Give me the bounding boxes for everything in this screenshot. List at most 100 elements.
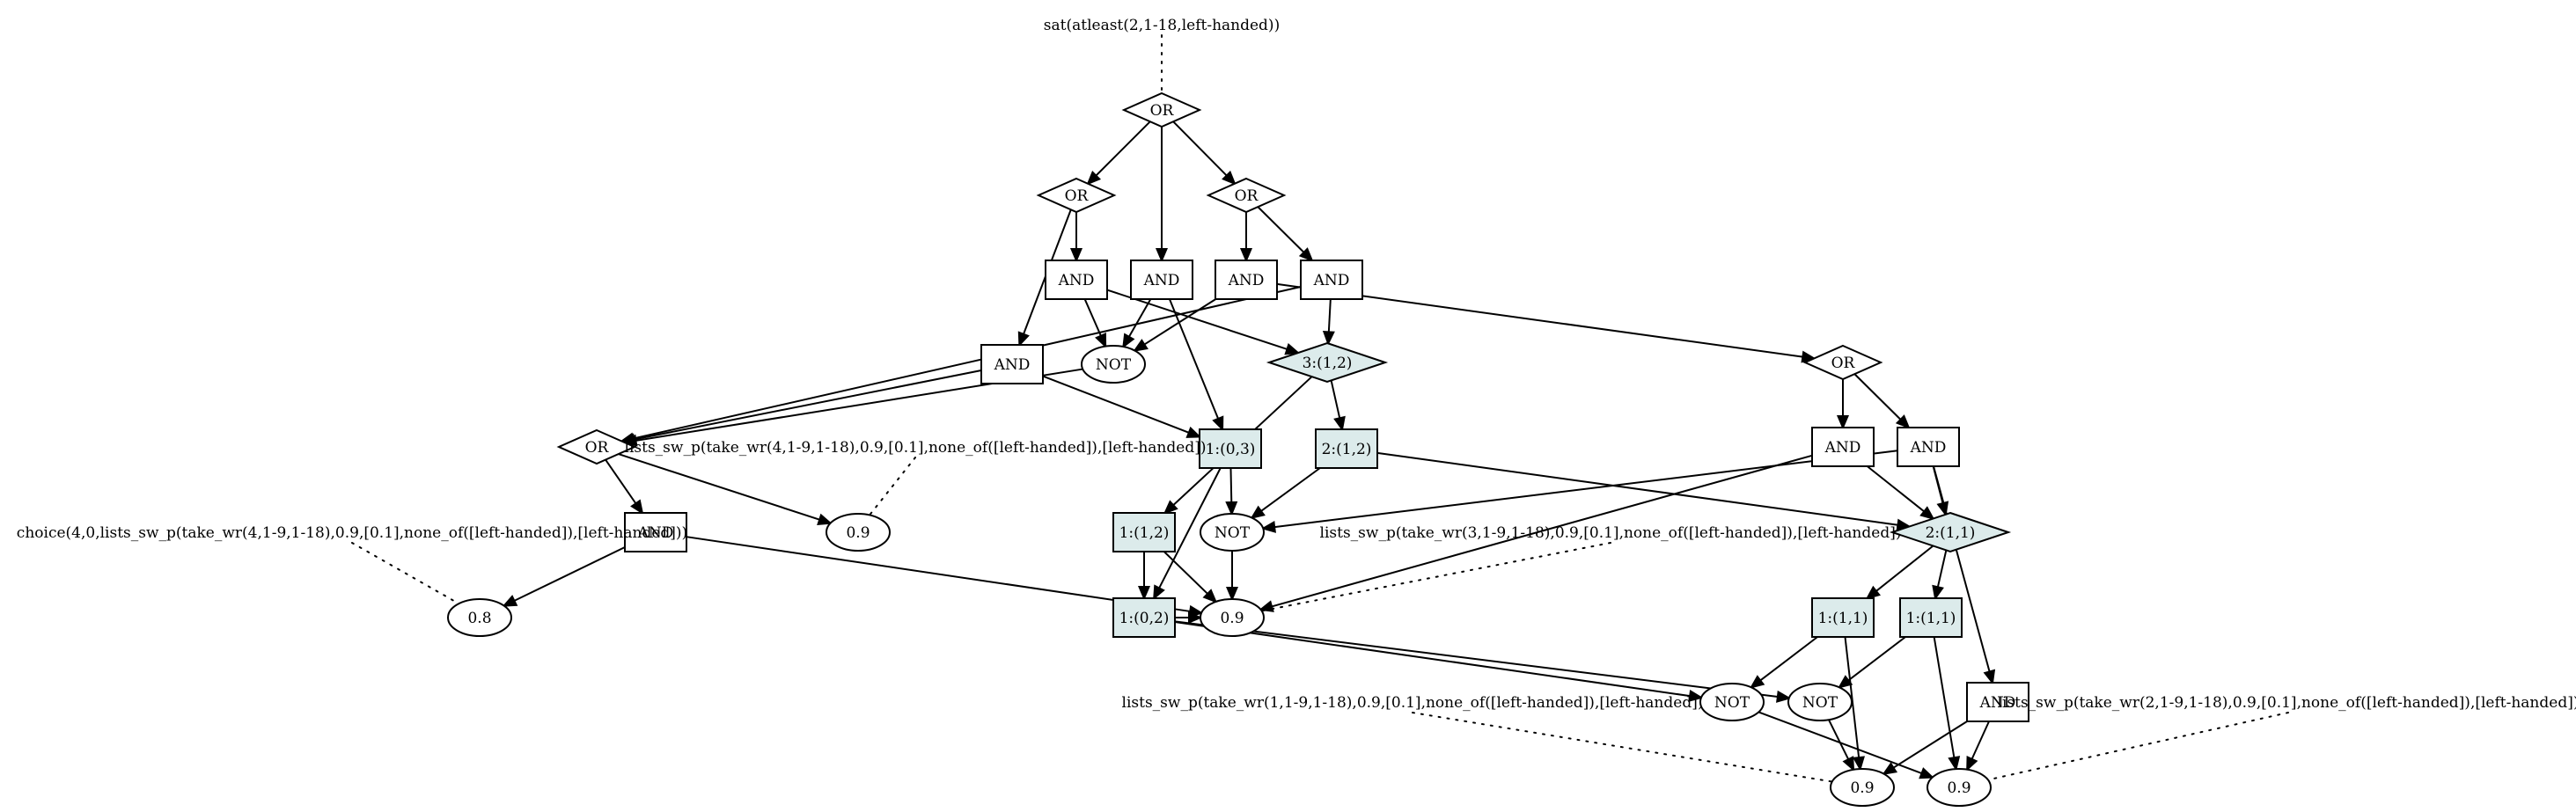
node-label: AND (1143, 272, 1180, 289)
edge-arrowhead (1333, 415, 1346, 432)
edge-lbl_3-to-v09_b (1260, 542, 1611, 612)
edge-d_3_12-to-b_2_12 (1330, 380, 1346, 432)
node-and-d: AND (1300, 260, 1363, 300)
ellipse-shape (1200, 513, 1265, 552)
edge-line (1376, 451, 1898, 526)
edge-and_b-to-not_1 (1122, 298, 1152, 349)
node-v09-d: 0.9 (1926, 768, 1992, 807)
node-root-label: sat(atleast(2,1-18,left-handed)) (1044, 17, 1280, 34)
edge-arrowhead (1983, 669, 1996, 685)
diamond-shape (1036, 177, 1117, 214)
node-label: AND (1228, 272, 1265, 289)
node-or-far: OR (1802, 344, 1883, 381)
edge-lbl_1-to-v09_c (1412, 712, 1833, 783)
edge-arrowhead (1260, 521, 1276, 533)
node-lbl-4: lists_sw_p(take_wr(4,1-9,1-18),0.9,[0.1]… (625, 439, 1207, 457)
edge-line (1174, 621, 1691, 698)
node-label: NOT (1802, 694, 1838, 712)
edge-and_f-to-d_2_11 (1867, 465, 1935, 521)
edge-line (632, 285, 1302, 440)
edge-line (869, 457, 916, 516)
node-and-h: AND (624, 512, 687, 552)
diamond-shape (556, 428, 637, 465)
diamond-shape (1802, 344, 1883, 381)
box-shape (1112, 512, 1176, 552)
edge-and_b-to-b_1_03 (1169, 298, 1224, 432)
edge-b_1_02-to-not_4 (1174, 620, 1792, 703)
edge-arrowhead (1225, 587, 1239, 602)
edge-and_g-to-not_2 (1260, 450, 1898, 533)
node-lbl-choice: choice(4,0,lists_sw_p(take_wr(4,1-9,1-18… (17, 524, 687, 542)
node-b-1-03: 1:(0,3) (1199, 428, 1262, 469)
node-label: OR (585, 439, 610, 457)
edge-arrowhead (1133, 339, 1149, 352)
edge-line (1971, 721, 1990, 760)
edge-or_right-to-and_d (1257, 206, 1314, 262)
node-label: NOT (1215, 524, 1251, 542)
node-lbl-1: lists_sw_p(take_wr(1,1-9,1-18),0.9,[0.1]… (1122, 694, 1704, 712)
edge-arrowhead (1122, 333, 1135, 349)
edge-b_1_03-to-b_1_02 (1153, 467, 1222, 601)
node-label: NOT (1096, 356, 1132, 374)
edge-arrowhead (1095, 333, 1107, 349)
node-label: 3:(1,2) (1303, 355, 1353, 372)
diamond-shape (1266, 341, 1389, 384)
node-caption: lists_sw_p(take_wr(2,1-9,1-18),0.9,[0.1]… (1998, 694, 2576, 712)
node-label: 1:(1,2) (1119, 524, 1170, 542)
box-shape (1897, 427, 1960, 467)
node-v09-b: 0.9 (1200, 598, 1265, 637)
edge-line (1986, 712, 2289, 781)
diamond-shape (1889, 511, 2012, 553)
ellipse-shape (1926, 768, 1992, 807)
edge-b_1_11_b-to-v09_d (1933, 636, 1961, 772)
edge-line (605, 458, 637, 504)
edge-arrowhead (1853, 756, 1865, 772)
edge-and_f-to-v09_b (1258, 454, 1813, 612)
edge-arrowhead (1932, 584, 1944, 601)
edge-line (1274, 450, 1898, 529)
edge-not_3-to-v09_d (1758, 711, 1935, 779)
edge-line (686, 536, 1191, 612)
node-label: AND (1824, 439, 1861, 457)
edge-arrowhead (1966, 756, 1978, 772)
box-shape (1899, 597, 1963, 638)
edge-arrowhead (1017, 331, 1030, 347)
node-label: AND (1058, 272, 1095, 289)
node-or-mid: OR (556, 428, 637, 465)
edge-and_a-to-not_1 (1083, 298, 1107, 349)
box-shape (1315, 428, 1378, 469)
node-label: 2:(1,1) (1926, 524, 1976, 542)
diamond-shape (1121, 91, 1202, 128)
edge-line (1163, 551, 1208, 595)
edge-arrowhead (1153, 584, 1165, 601)
edge-b_1_11_a-to-v09_c (1844, 636, 1865, 772)
edge-or_far-to-and_g (1853, 373, 1911, 429)
edge-and_c-to-or_far (1276, 282, 1816, 363)
edge-arrowhead (1919, 767, 1935, 779)
edge-arrowhead (1155, 248, 1169, 263)
edge-arrowhead (1842, 756, 1855, 772)
box-shape (1811, 597, 1875, 638)
ellipse-shape (1200, 598, 1265, 637)
ellipse-shape (826, 513, 891, 552)
edge-and_e-to-b_1_03 (1042, 375, 1202, 438)
edge-arrowhead (1069, 248, 1083, 263)
node-and-f: AND (1811, 427, 1875, 467)
edge-and_c-to-not_1 (1133, 298, 1216, 352)
box-shape (980, 344, 1044, 384)
edge-line (1853, 373, 1902, 421)
node-v08: 0.8 (447, 598, 512, 637)
box-shape (1966, 682, 2029, 722)
edge-arrowhead (1250, 505, 1266, 520)
edge-arrowhead (1919, 506, 1935, 521)
edge-arrowhead (1298, 247, 1314, 262)
node-not-1: NOT (1081, 345, 1146, 384)
edge-arrowhead (1225, 501, 1238, 516)
edge-line (1933, 636, 1956, 758)
edge-lbl_choice-to-v08 (351, 542, 460, 605)
edge-line (1844, 636, 1860, 758)
edge-b_1_12-to-b_1_02 (1137, 552, 1151, 601)
node-label: 0.9 (1220, 610, 1244, 627)
node-label: OR (1065, 187, 1090, 205)
